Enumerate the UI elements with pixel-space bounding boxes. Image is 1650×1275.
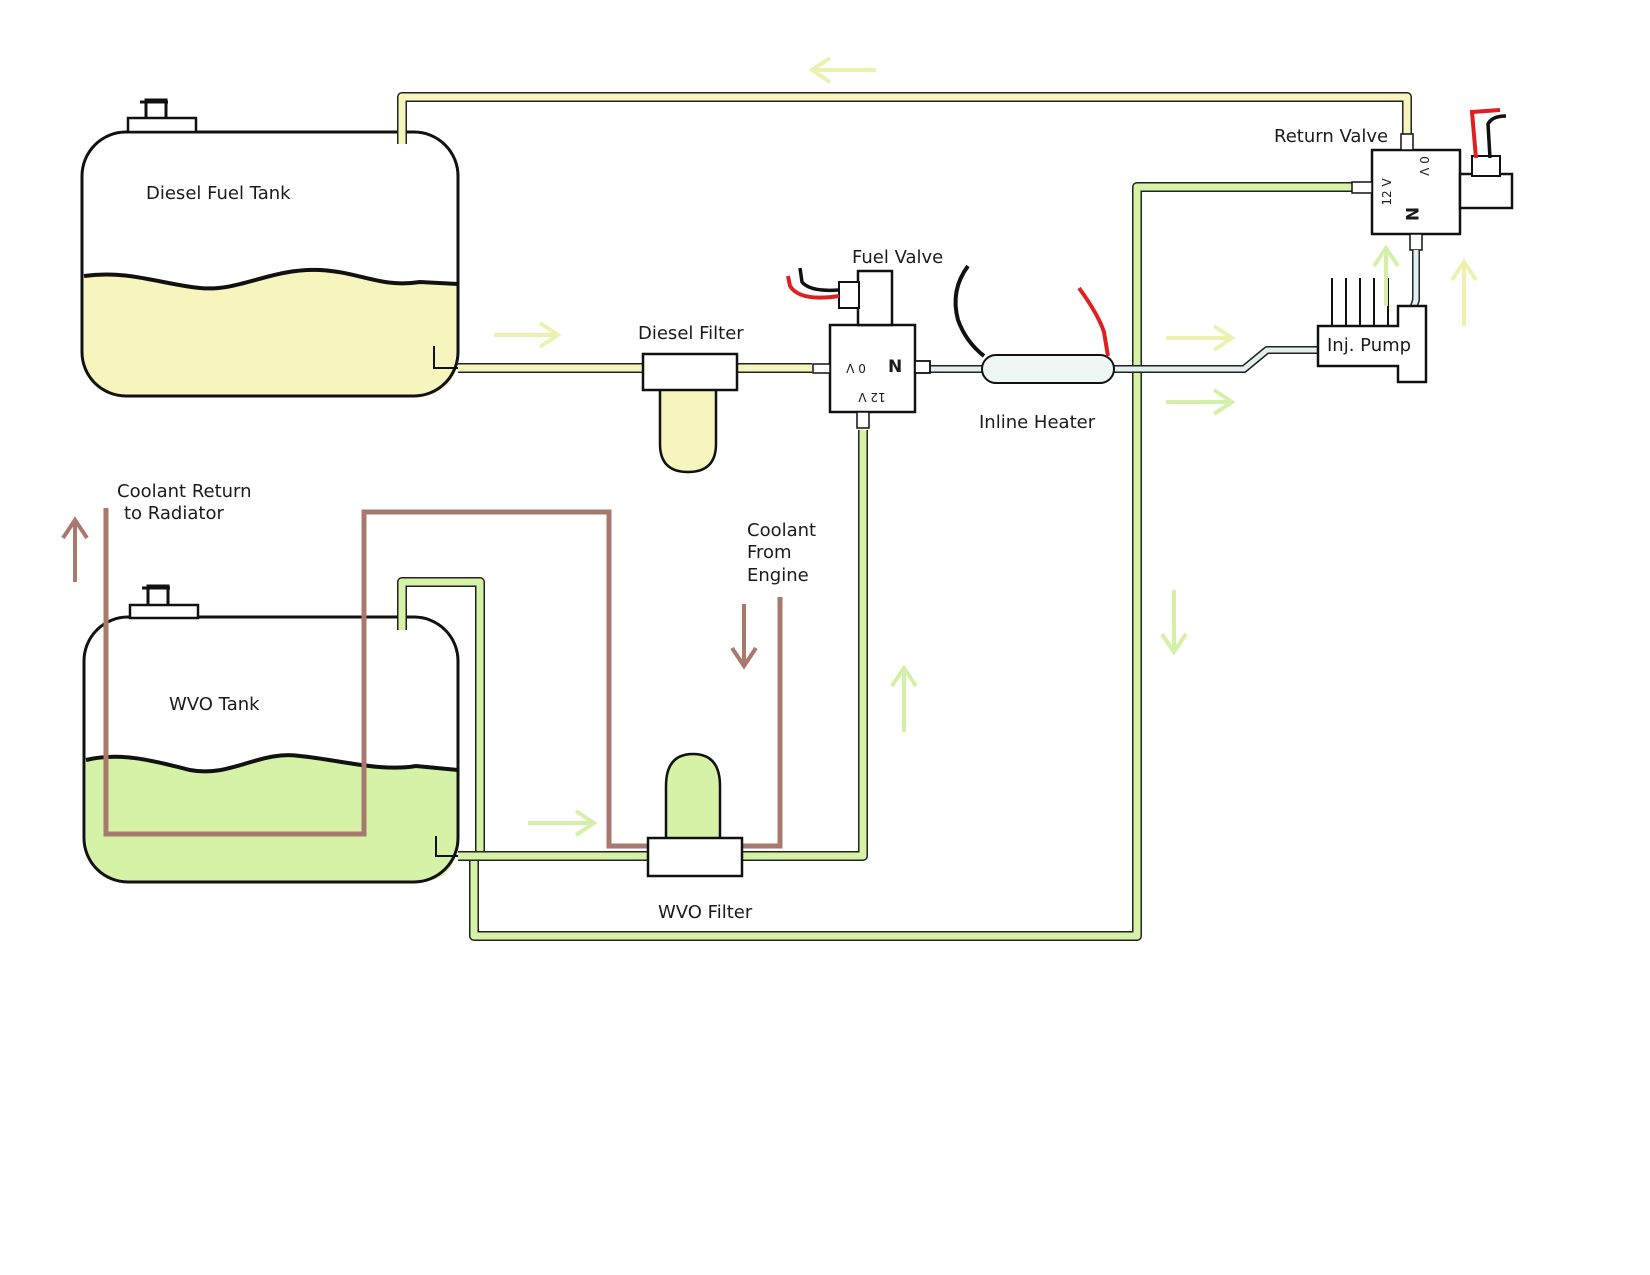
fuel-valve: N 0 V 12 V xyxy=(786,267,931,429)
wvo-filter-label: WVO Filter xyxy=(658,902,753,923)
arrow-pump-feed-right xyxy=(1166,324,1236,352)
diesel-filter-bowl xyxy=(658,384,718,474)
fuel-valve-solenoid-plug xyxy=(838,281,860,309)
inline-heater xyxy=(953,264,1115,384)
fuel-valve-label: Fuel Valve xyxy=(852,247,943,268)
diesel-tank-cap-spout xyxy=(144,98,168,118)
flow-arrows xyxy=(61,56,1478,837)
return-valve-label: Return Valve xyxy=(1274,126,1388,147)
injection-pump xyxy=(1316,278,1428,384)
injection-pump-body xyxy=(1316,304,1428,384)
wvo-filter-bowl xyxy=(664,752,722,842)
coolant-from-label-line1: Coolant xyxy=(747,520,816,541)
inline-heater-body xyxy=(981,354,1115,384)
diesel-tank-cap xyxy=(126,116,198,134)
fuel-valve-port-out xyxy=(914,360,931,374)
fuel-valve-port-diesel xyxy=(812,363,831,374)
wvo-tank-cap xyxy=(128,603,200,620)
arrow-coolant-return-up xyxy=(61,516,89,582)
return-valve-port-bottom xyxy=(1409,233,1423,251)
fuel-valve-solenoid xyxy=(856,269,894,327)
diesel-tank-fill xyxy=(84,269,458,396)
diesel-filter-head xyxy=(641,352,739,392)
wvo-tank-label: WVO Tank xyxy=(169,694,260,715)
fuel-valve-wire-red xyxy=(786,275,840,300)
return-valve-wire-black xyxy=(1486,114,1507,159)
return-valve-solenoid-plug xyxy=(1471,155,1501,177)
diesel-tank-label: Diesel Fuel Tank xyxy=(146,183,291,204)
arrow-heated-feed-right xyxy=(1166,388,1236,416)
inline-heater-wire-black xyxy=(953,264,986,358)
arrow-wvo-supply-up xyxy=(890,664,918,732)
return-valve-n-mark: N xyxy=(1401,207,1421,221)
diesel-tank-body xyxy=(80,130,460,398)
return-valve-12v-mark: 12 V xyxy=(1380,178,1394,206)
return-valve-solenoid xyxy=(1458,172,1514,210)
coolant-from-label-line3: Engine xyxy=(747,565,809,586)
coolant-loop xyxy=(103,508,783,849)
wvo-pickup-tube xyxy=(435,836,458,857)
return-valve-port-top xyxy=(1400,133,1414,151)
wvo-supply-line xyxy=(458,430,868,861)
wvo-filter xyxy=(646,752,744,878)
pump-return-line xyxy=(1408,250,1420,314)
diesel-return-line xyxy=(397,92,1412,144)
inline-heater-wire-red xyxy=(1077,286,1110,357)
inj-pump-label: Inj. Pump xyxy=(1327,335,1411,356)
wvo-tank xyxy=(82,584,460,884)
return-valve-wire-red xyxy=(1469,108,1501,159)
return-valve: 12 V 0 V N xyxy=(1351,108,1514,251)
arrow-diesel-return-left xyxy=(808,56,876,84)
return-valve-0v-mark: 0 V xyxy=(1417,156,1431,176)
coolant-return-label-line2: to Radiator xyxy=(124,503,224,524)
arrow-diesel-supply-right xyxy=(494,321,562,349)
diesel-filter-label: Diesel Filter xyxy=(638,323,744,344)
wvo-filter-head xyxy=(646,836,744,878)
fuel-valve-0v-mark: 0 V xyxy=(845,361,865,375)
inline-heater-label: Inline Heater xyxy=(979,412,1096,433)
fuel-valve-port-wvo xyxy=(856,411,870,429)
arrow-wvo-return-down xyxy=(1160,590,1188,656)
coolant-return-label-line1: Coolant Return xyxy=(117,481,252,502)
diesel-tank-level-line xyxy=(83,267,459,291)
fuel-valve-wire-black xyxy=(798,267,840,293)
arrow-return-valve-up-left xyxy=(1372,244,1400,306)
arrow-wvo-supply-right xyxy=(528,809,598,837)
arrow-coolant-from-engine-down xyxy=(730,604,758,670)
injection-lines xyxy=(1331,278,1389,326)
diesel-pickup-tube xyxy=(433,346,458,369)
labels: Diesel Fuel Tank WVO Tank Diesel Filter … xyxy=(117,126,1411,923)
coolant-from-label-line2: From xyxy=(747,542,792,563)
fuel-valve-n-mark: N xyxy=(888,357,902,377)
arrow-return-valve-up-right xyxy=(1450,258,1478,326)
diesel-fuel-tank xyxy=(80,98,460,398)
coolant-return-pipe xyxy=(103,508,783,849)
wvo-tank-level-line xyxy=(85,753,459,774)
wvo-tank-fill xyxy=(86,755,458,882)
wvo-tank-cap-spout xyxy=(146,584,170,605)
return-valve-port-left xyxy=(1351,181,1373,194)
wvo-return-line xyxy=(397,182,1352,941)
return-valve-body xyxy=(1370,148,1462,236)
fuel-valve-12v-mark: 12 V xyxy=(858,390,886,404)
wvo-tank-body xyxy=(82,615,460,884)
diesel-filter xyxy=(641,352,739,474)
